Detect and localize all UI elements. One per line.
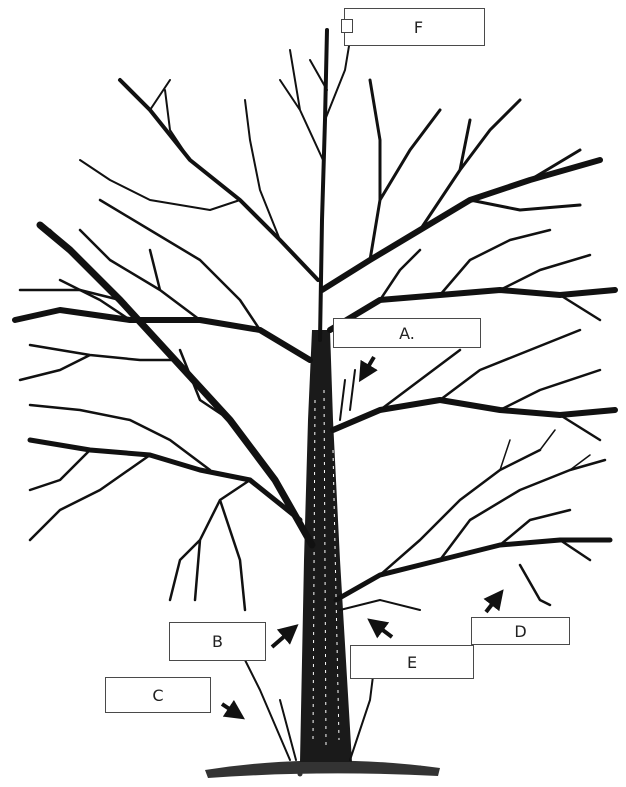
label-box-f: F bbox=[341, 8, 485, 46]
tree-trunk bbox=[300, 330, 352, 762]
pruning-cut-marker bbox=[341, 19, 353, 33]
arrow-e bbox=[367, 618, 394, 639]
ground bbox=[205, 760, 440, 778]
label-box-b: B bbox=[169, 622, 266, 661]
arrow-d bbox=[483, 589, 504, 614]
label-f-text: F bbox=[413, 17, 424, 37]
pointer-arrows bbox=[220, 355, 504, 720]
label-c-text: C bbox=[152, 685, 164, 705]
label-box-e: E bbox=[350, 645, 474, 679]
label-box-a: A. bbox=[333, 318, 481, 348]
arrow-b bbox=[270, 624, 299, 649]
label-b-text: B bbox=[212, 632, 223, 651]
label-e-text: E bbox=[406, 652, 418, 672]
label-d-text: D bbox=[514, 621, 527, 641]
arrow-a bbox=[358, 355, 378, 383]
trunk-texture bbox=[312, 389, 340, 746]
tree-branches bbox=[12, 28, 618, 761]
label-box-d: D bbox=[471, 617, 570, 645]
label-box-c: C bbox=[105, 677, 211, 713]
arrow-c bbox=[220, 699, 245, 720]
label-a-text: A. bbox=[399, 323, 415, 343]
